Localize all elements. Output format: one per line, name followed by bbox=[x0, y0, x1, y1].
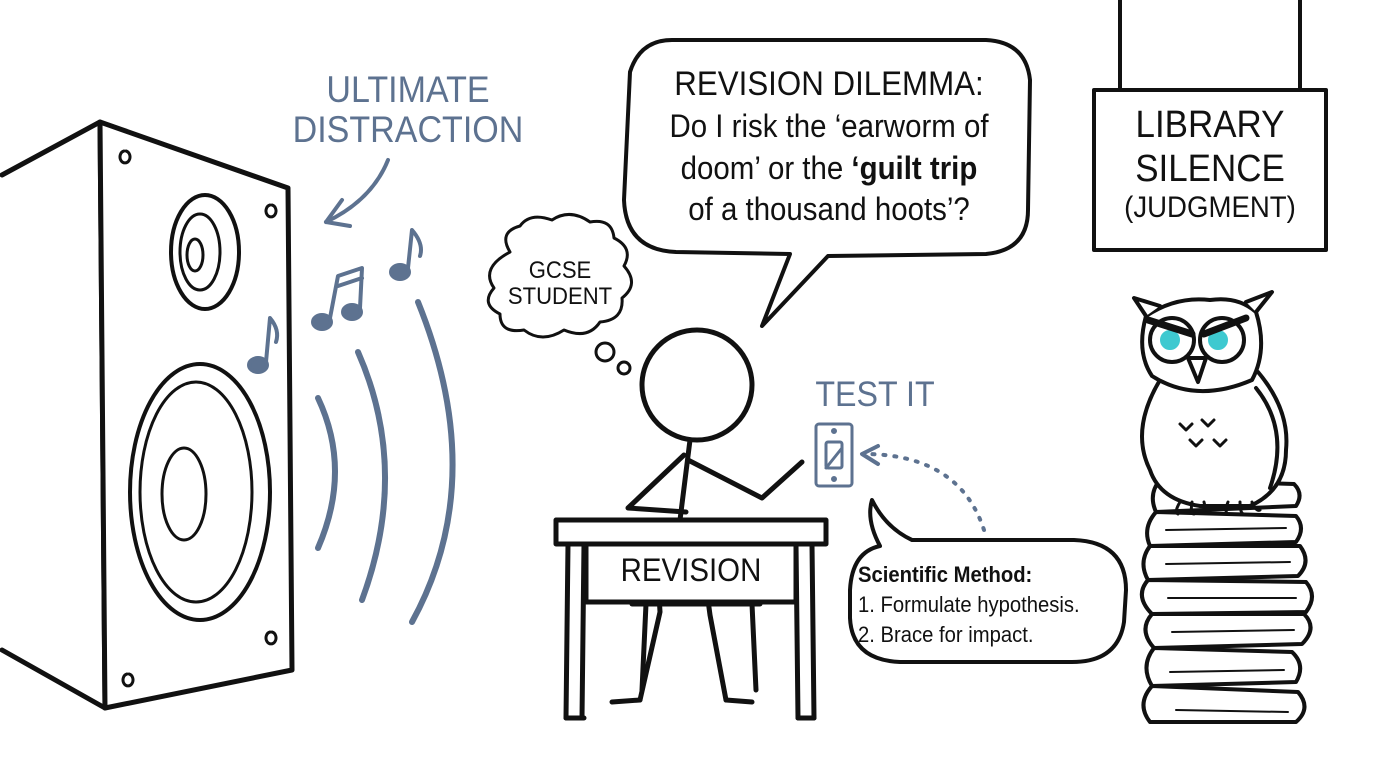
dilemma-line2-bold: ‘guilt trip bbox=[851, 149, 978, 186]
thought-line1: GCSE bbox=[528, 257, 592, 284]
owl-icon bbox=[1132, 290, 1289, 516]
dilemma-line3: of a thousand hoots’? bbox=[688, 191, 970, 228]
desk-label: REVISION bbox=[620, 552, 762, 588]
speech-bubble bbox=[622, 38, 1032, 328]
distraction-arrow bbox=[324, 158, 390, 228]
thought-text: GCSE STUDENT bbox=[496, 258, 625, 310]
music-note-icon bbox=[247, 228, 423, 374]
thought-bubble bbox=[486, 213, 633, 376]
test-it-label: TEST IT bbox=[815, 375, 935, 414]
method-note-text: Scientific Method: 1. Formulate hypothes… bbox=[858, 560, 1105, 650]
sound-waves bbox=[315, 299, 456, 625]
method-bubble bbox=[848, 498, 1128, 664]
library-sign bbox=[1092, 0, 1328, 252]
sign-line3: (JUDGMENT) bbox=[1124, 191, 1296, 225]
dilemma-title: REVISION DILEMMA: bbox=[674, 65, 984, 103]
dilemma-line2: doom’ or the ‘guilt trip bbox=[650, 148, 1009, 190]
distraction-label: ULTIMATE DISTRACTION bbox=[288, 70, 527, 150]
thought-line2: STUDENT bbox=[507, 282, 613, 310]
distraction-line1: ULTIMATE bbox=[326, 69, 490, 110]
distraction-line2: DISTRACTION bbox=[292, 108, 524, 150]
method-step1: 1. Formulate hypothesis. bbox=[858, 591, 1080, 617]
library-sign-text: LIBRARY SILENCE (JUDGMENT) bbox=[1103, 104, 1316, 226]
sign-line2: SILENCE bbox=[1135, 147, 1285, 190]
light-switch-icon bbox=[814, 422, 854, 488]
sign-line1: LIBRARY bbox=[1135, 104, 1285, 146]
dilemma-line2-start: doom’ or the bbox=[680, 149, 852, 186]
method-step2: 2. Brace for impact. bbox=[858, 621, 1034, 647]
dilemma-text: REVISION DILEMMA: Do I risk the ‘earworm… bbox=[650, 62, 1009, 231]
speaker-icon bbox=[0, 119, 295, 711]
stick-figure-icon bbox=[609, 327, 805, 705]
method-title: Scientific Method: bbox=[858, 562, 1033, 587]
dilemma-line1: Do I risk the ‘earworm of bbox=[669, 108, 989, 145]
desk bbox=[553, 517, 829, 721]
book-stack-icon bbox=[1140, 478, 1314, 724]
